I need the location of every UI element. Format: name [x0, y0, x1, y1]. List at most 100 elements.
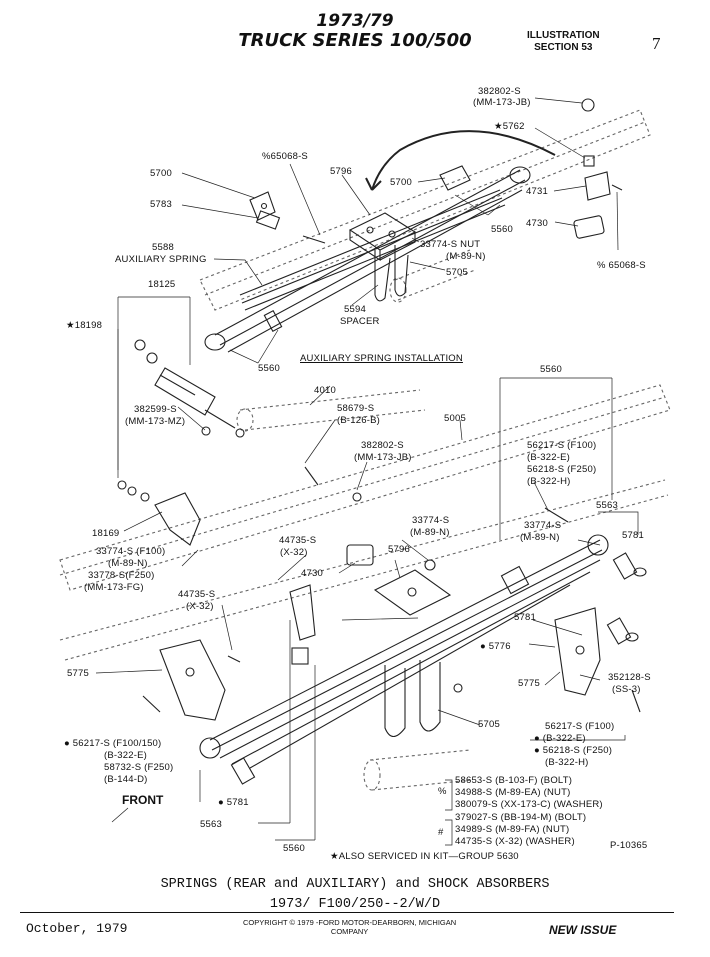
label-352128: 352128-S — [608, 672, 651, 683]
page-header-title: 1973/79 TRUCK SERIES 100/500 — [0, 11, 710, 51]
aux-bracket-5783 — [255, 210, 281, 230]
aux-bolt-65068b — [611, 184, 623, 191]
aux-bracket-5700 — [249, 165, 471, 221]
label-33778-f250: 33778-S(F250) — [88, 570, 155, 581]
caption-title: SPRINGS (REAR and AUXILIARY) and SHOCK A… — [160, 877, 550, 892]
label-5776: ● 5776 — [480, 641, 511, 652]
springs-exploded-diagram — [59, 97, 671, 846]
pct-marker: % — [438, 786, 447, 797]
caption-model: 1973/ F100/250--2/W/D — [269, 897, 441, 912]
label-5560-main-top: 5560 — [540, 364, 562, 375]
aux-spacer-plate — [348, 212, 417, 262]
label-5594: 5594 — [344, 304, 366, 315]
label-5783: 5783 — [150, 199, 172, 210]
footer-date: October, 1979 — [26, 921, 128, 936]
label-5705-aux: 5705 — [446, 267, 468, 278]
label-65068-top: %65068-S — [262, 151, 308, 162]
label-b144d: (B-144-D) — [104, 774, 148, 785]
label-58732-f250: 58732-S (F250) — [104, 762, 174, 773]
label-b322e-rear: ● (B-322-E) — [534, 733, 586, 744]
label-56218-rear: ● 56218-S (F250) — [534, 745, 613, 756]
label-18125: 18125 — [148, 279, 176, 290]
label-5700-right: 5700 — [390, 177, 412, 188]
label-18198: ★18198 — [66, 320, 103, 331]
hardware-58653: 58653-S (B-103-F) (BOLT) — [455, 775, 573, 786]
header-series: TRUCK SERIES 100/500 — [238, 30, 472, 51]
label-5560-aux-bottom: 5560 — [258, 363, 280, 374]
label-56218-f250-top: 56218-S (F250) — [527, 464, 597, 475]
aux-bumper-5762 — [583, 155, 595, 167]
main-u-bolts — [384, 660, 463, 738]
label-b322h-rear: (B-322-H) — [545, 757, 589, 768]
label-5781-mid: 5781 — [514, 612, 536, 623]
label-m89n-aux: (M-89-N) — [446, 251, 486, 262]
main-bolts — [142, 466, 641, 713]
hardware-379027: 379027-S (BB-194-M) (BOLT) — [455, 812, 587, 823]
aux-leader-lines — [181, 97, 619, 364]
label-5762: ★5762 — [494, 121, 525, 132]
label-mm173jb-main: (MM-173-JB) — [354, 452, 412, 463]
label-382802-aux: 382802-S — [478, 86, 521, 97]
label-mm173mz: (MM-173-MZ) — [125, 416, 186, 427]
main-leader-lines — [95, 385, 601, 823]
aux-curved-arrow — [371, 130, 556, 191]
label-33774-f100-left: 33774-S (F100) — [96, 546, 166, 557]
label-spacer: SPACER — [340, 316, 380, 327]
label-b322h-top: (B-322-H) — [527, 476, 571, 487]
label-mm173fg: (MM-173-FG) — [84, 582, 144, 593]
label-m89n-left: (M-89-N) — [108, 558, 148, 569]
main-bushings — [230, 552, 647, 785]
illustration-number: P-10365 — [610, 840, 648, 851]
label-5775-front: 5775 — [67, 668, 89, 679]
hash-marker: # — [438, 827, 444, 838]
label-56217-rear: 56217-S (F100) — [545, 721, 615, 732]
auxiliary-install-title: AUXILIARY SPRING INSTALLATION — [300, 353, 463, 364]
figure-caption: SPRINGS (REAR and AUXILIARY) and SHOCK A… — [0, 875, 710, 915]
label-56217-f100-top: 56217-S (F100) — [527, 440, 597, 451]
label-b322e-top: (B-322-E) — [527, 452, 570, 463]
label-44735-upper: 44735-S — [279, 535, 317, 546]
label-auxiliary-spring: AUXILIARY SPRING — [115, 254, 207, 265]
main-bracket-lines — [117, 296, 639, 846]
label-4010: 4010 — [314, 385, 336, 396]
main-shock-absorber — [134, 339, 245, 438]
label-b126b: (B-126-B) — [337, 415, 380, 426]
label-4730-main: 4730 — [301, 568, 323, 579]
label-56217-front: ● 56217-S (F100/150) — [64, 738, 162, 749]
copyright-line1: COPYRIGHT © 1979 -FORD MOTOR-DEARBORN, M… — [243, 918, 457, 927]
footer-status: NEW ISSUE — [549, 923, 617, 937]
label-m89n-center: (M-89-N) — [410, 527, 450, 538]
main-frame-rail — [59, 384, 671, 661]
illustration-section: ILLUSTRATION SECTION 53 — [527, 30, 600, 54]
footer-rule — [20, 912, 674, 913]
label-5005: 5005 — [444, 413, 466, 424]
label-5560-bottom: 5560 — [283, 843, 305, 854]
label-5796-aux: 5796 — [330, 166, 352, 177]
aux-bolt-65068a — [302, 235, 326, 244]
label-5705-main: 5705 — [478, 719, 500, 730]
label-5781-bottom: ● 5781 — [218, 797, 249, 808]
section-label: SECTION 53 — [534, 42, 593, 53]
header-years: 1973/79 — [316, 11, 394, 31]
label-5563-bottom: 5563 — [200, 819, 222, 830]
label-5700-left: 5700 — [150, 168, 172, 179]
label-4730-aux: 4730 — [526, 218, 548, 229]
front-direction-label: FRONT — [122, 793, 164, 807]
page-number: 7 — [652, 34, 661, 53]
label-58679: 58679-S — [337, 403, 375, 414]
label-18169: 18169 — [92, 528, 120, 539]
label-33774-nut: 33774-S NUT — [420, 239, 481, 250]
main-washers — [117, 480, 150, 502]
label-4731: 4731 — [526, 186, 548, 197]
label-x32-lower: (X-32) — [186, 601, 214, 612]
hardware-34988: 34988-S (M-89-EA) (NUT) — [455, 787, 571, 798]
label-33774-center: 33774-S — [412, 515, 450, 526]
label-65068-right: % 65068-S — [597, 260, 646, 271]
copyright-line2: COMPANY — [330, 927, 369, 936]
label-b322e-front: (B-322-E) — [104, 750, 147, 761]
hardware-34989: 34989-S (M-89-FA) (NUT) — [455, 824, 570, 835]
aux-u-bolts — [374, 245, 409, 302]
label-44735-lower: 44735-S — [178, 589, 216, 600]
label-5781-right: 5781 — [622, 530, 644, 541]
illustration-label: ILLUSTRATION — [527, 30, 600, 41]
